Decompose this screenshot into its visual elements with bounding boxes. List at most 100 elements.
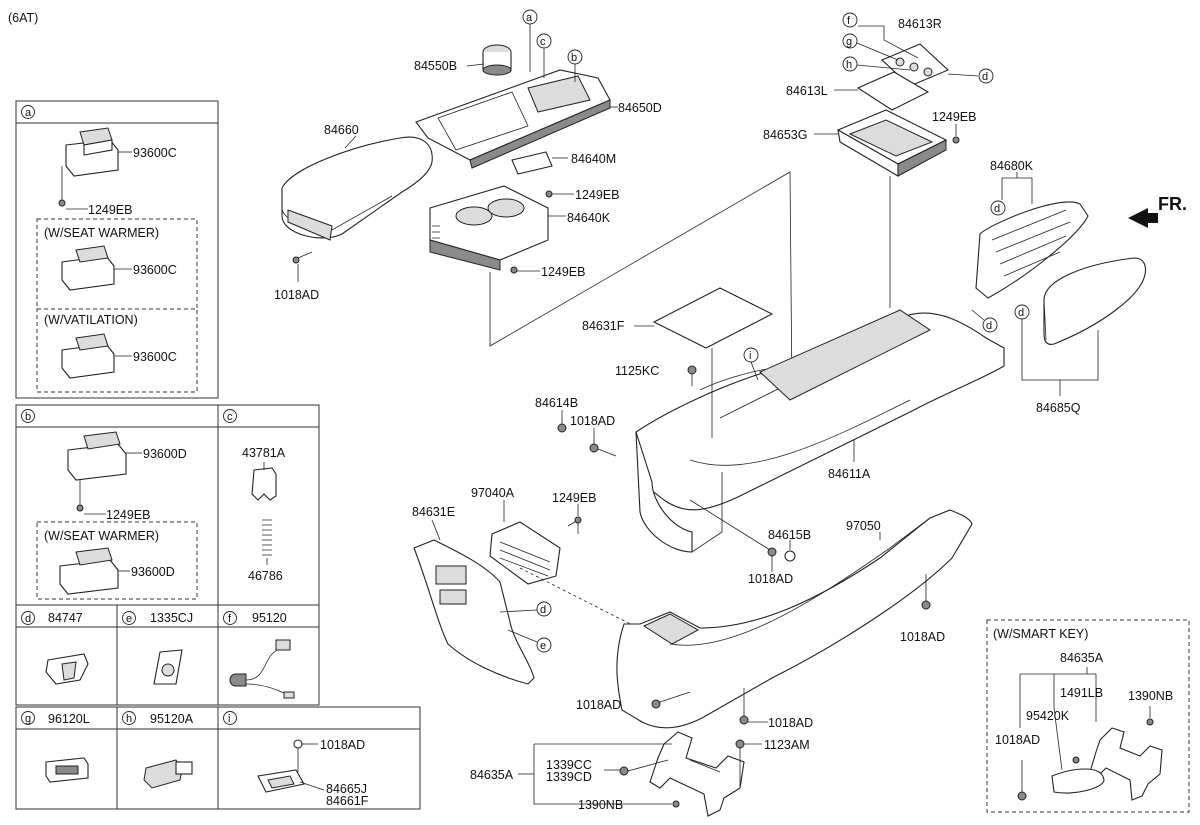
nut-1390nb-icon xyxy=(672,800,680,808)
legend-i-part1: 84665J xyxy=(326,782,367,796)
legend-a-seat-warmer: (W/SEAT WARMER) xyxy=(44,226,159,240)
callout-b: b xyxy=(571,52,577,64)
label-84631F: 84631F xyxy=(582,319,625,333)
legend-h-part: 95120A xyxy=(150,712,194,726)
tray-84653g-drawing xyxy=(836,109,948,177)
label-1249EB-d: 1249EB xyxy=(552,491,596,505)
legend-c-part1: 43781A xyxy=(242,446,286,460)
switch-panel-84613r-drawing xyxy=(881,43,949,87)
callout-d-top: d xyxy=(982,71,988,83)
callout-d-side2: d xyxy=(986,320,992,332)
label-84680K: 84680K xyxy=(990,159,1034,173)
screw-1018ad-d-icon xyxy=(921,574,931,610)
shift-knob-drawing xyxy=(482,44,512,76)
mat-84613l-drawing xyxy=(856,71,930,111)
legend-key-f: f xyxy=(228,613,232,625)
legend-b-seat-warmer-part: 93600D xyxy=(131,565,175,579)
screw-1125kc-icon xyxy=(687,365,697,386)
screw-1018ad-f-icon xyxy=(739,688,749,725)
label-1018AD-e: 1018AD xyxy=(576,698,621,712)
label-84631E: 84631E xyxy=(412,505,455,519)
clip-84747-drawing xyxy=(45,653,89,685)
label-84660: 84660 xyxy=(324,123,359,137)
label-84635A: 84635A xyxy=(470,768,514,782)
legend-b-part: 93600D xyxy=(143,447,187,461)
seat-switch-a3-drawing xyxy=(61,333,115,379)
legend-a-bolt: 1249EB xyxy=(88,203,132,217)
smart-key-1390NB: 1390NB xyxy=(1128,689,1173,703)
label-1123AM: 1123AM xyxy=(764,738,810,752)
screw-1249eb-c-icon xyxy=(952,136,960,144)
legend-g-part: 96120L xyxy=(48,712,90,726)
callout-e: e xyxy=(540,640,546,652)
label-1339CD: 1339CD xyxy=(546,770,592,784)
label-1018AD-f: 1018AD xyxy=(768,716,813,730)
callout-a: a xyxy=(526,12,533,24)
screw-1018ad-a-icon xyxy=(292,251,313,264)
label-1018AD-c: 1018AD xyxy=(748,572,793,586)
label-84613R: 84613R xyxy=(898,17,942,31)
label-84685Q: 84685Q xyxy=(1036,401,1081,415)
legend-key-c: c xyxy=(227,411,233,423)
smart-key-nut-icon xyxy=(1146,706,1154,726)
front-panel-84631e-drawing xyxy=(413,539,535,685)
legend-a-ventilation-part: 93600C xyxy=(133,350,177,364)
bracket-84635a-drawing xyxy=(649,731,745,817)
legend-key-b: b xyxy=(25,411,31,423)
bracket-84640m-drawing xyxy=(511,151,553,175)
legend-c-part2: 46786 xyxy=(248,569,283,583)
lamp-95120-drawing xyxy=(229,639,295,699)
seat-switch-a2-drawing xyxy=(61,245,115,291)
vent-97040a-drawing xyxy=(489,521,561,585)
label-84613L: 84613L xyxy=(786,84,828,98)
smart-key-title: (W/SMART KEY) xyxy=(993,627,1088,641)
legend-i-bolt: 1018AD xyxy=(320,738,365,752)
screw-1018ad-e-icon xyxy=(651,691,691,709)
label-97040A: 97040A xyxy=(471,486,515,500)
label-84640M: 84640M xyxy=(571,152,616,166)
legend-key-h: h xyxy=(126,713,132,725)
cap-84615b-icon xyxy=(784,550,796,562)
label-84653G: 84653G xyxy=(763,128,807,142)
legend-key-i: i xyxy=(228,713,230,725)
mat-84631f-drawing xyxy=(652,287,774,349)
label-97050: 97050 xyxy=(846,519,881,533)
label-1249EB-c: 1249EB xyxy=(932,110,976,124)
legend-a-part: 93600C xyxy=(133,146,177,160)
smart-key-1018AD: 1018AD xyxy=(995,733,1040,747)
callout-h: h xyxy=(846,59,852,71)
cupholder-drawing xyxy=(429,185,549,271)
legend-key-g: g xyxy=(25,713,31,725)
legend-keys: a b c d e f g h i xyxy=(21,105,237,725)
shift-bezel-drawing xyxy=(415,69,611,169)
callout-f: f xyxy=(847,15,851,27)
smart-key-bracket-drawing xyxy=(1089,727,1163,801)
console-body-drawing xyxy=(635,309,1005,553)
label-84550B: 84550B xyxy=(414,59,457,73)
nut-84614b-icon xyxy=(557,423,567,433)
callout-d-side3: d xyxy=(1018,307,1024,319)
smart-key-95420K: 95420K xyxy=(1026,709,1070,723)
label-1390NB: 1390NB xyxy=(578,798,623,812)
legend-a-seat-warmer-part: 93600C xyxy=(133,263,177,277)
front-arrow-icon xyxy=(1128,208,1158,228)
smart-key-box xyxy=(986,619,1190,813)
seat-switch-b2-drawing xyxy=(59,547,119,595)
legend-key-a: a xyxy=(25,107,32,119)
label-84640K: 84640K xyxy=(567,211,611,225)
smart-key-1491LB: 1491LB xyxy=(1060,686,1103,700)
label-1249EB-b: 1249EB xyxy=(541,265,585,279)
callout-c: c xyxy=(540,36,546,48)
side-trim-84680k-drawing xyxy=(975,201,1089,299)
legend-b-bolt: 1249EB xyxy=(106,508,150,522)
spring-drawing xyxy=(262,519,272,565)
bracket-i-drawing xyxy=(257,739,305,793)
callout-d-front: d xyxy=(540,604,546,616)
legend-panel xyxy=(15,100,421,810)
legend-b-seat-warmer: (W/SEAT WARMER) xyxy=(44,529,159,543)
smart-key-84635A: 84635A xyxy=(1060,651,1104,665)
armrest-lid-drawing xyxy=(281,136,433,241)
smart-key-screw-icon xyxy=(1017,760,1027,801)
side-cover-84685q-drawing xyxy=(1043,257,1147,345)
